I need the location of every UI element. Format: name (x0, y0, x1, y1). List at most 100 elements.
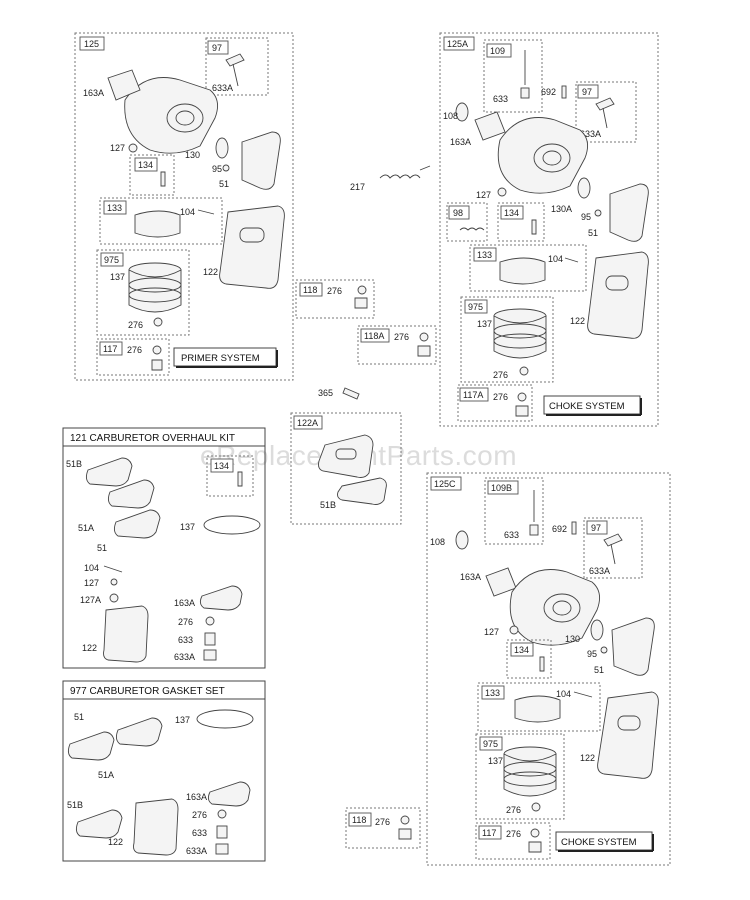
subbox-118-upper (295, 279, 375, 319)
gasket-163A (107, 69, 141, 101)
svg-text:633: 633 (178, 635, 193, 645)
svg-text:130: 130 (565, 634, 580, 644)
svg-text:127A: 127A (80, 595, 101, 605)
kit-121-subbox-134 (206, 455, 254, 497)
subbox-975 (96, 249, 190, 336)
subbox-118-lower-label: 118 (352, 815, 366, 825)
svg-text:633A: 633A (174, 652, 195, 662)
svg-text:163A: 163A (460, 572, 481, 582)
subbox-133-C-label: 133 (485, 688, 500, 698)
svg-text:692: 692 (541, 87, 556, 97)
label-51B-mid: 51B (320, 500, 336, 510)
svg-text:122: 122 (203, 267, 218, 277)
svg-text:137: 137 (110, 272, 125, 282)
subbox-97-C (583, 517, 643, 579)
svg-text:137: 137 (175, 715, 190, 725)
subbox-118A-label: 118A (364, 331, 384, 341)
subbox-98 (446, 202, 488, 242)
choke-system-label-C: CHOKE SYSTEM (561, 837, 637, 848)
svg-text:127: 127 (484, 627, 499, 637)
svg-text:122: 122 (82, 643, 97, 653)
gasket-122 (219, 205, 285, 289)
subbox-975-label: 975 (104, 255, 119, 265)
subbox-134-A (497, 202, 545, 242)
subbox-122A (290, 412, 402, 525)
svg-text:104: 104 (84, 563, 99, 573)
panel-125: 125 97 633A 163A 127 130 95 51 134 133 1… (74, 32, 294, 381)
screw-part (225, 53, 245, 67)
subbox-97-A (575, 81, 637, 143)
svg-text:104: 104 (548, 254, 563, 264)
kit-121-title: 121 CARBURETOR OVERHAUL KIT (70, 433, 235, 444)
svg-text:51: 51 (74, 712, 84, 722)
svg-text:633: 633 (493, 94, 508, 104)
svg-text:633A: 633A (186, 846, 207, 856)
subbox-118-upper-label: 118 (303, 285, 317, 295)
svg-text:95: 95 (212, 164, 222, 174)
gasket-51 (241, 131, 281, 190)
float-part (134, 210, 181, 238)
svg-text:137: 137 (180, 522, 195, 532)
carburetor-body-125A (497, 117, 589, 194)
svg-text:122: 122 (570, 316, 585, 326)
primer-system-label: PRIMER SYSTEM (181, 353, 260, 364)
subbox-133-C (477, 682, 601, 732)
subbox-134-C-label: 134 (514, 645, 529, 655)
subbox-117A-label: 117A (463, 390, 483, 400)
svg-text:633A: 633A (580, 129, 601, 139)
svg-text:633A: 633A (589, 566, 610, 576)
subbox-122A-label: 122A (297, 418, 318, 428)
subbox-97-C-label: 97 (591, 523, 601, 533)
svg-text:127: 127 (476, 190, 491, 200)
subbox-98-label: 98 (453, 208, 463, 218)
svg-text:163A: 163A (186, 792, 207, 802)
subbox-109 (483, 39, 543, 113)
svg-text:51B: 51B (67, 800, 83, 810)
subbox-975-A-label: 975 (468, 302, 483, 312)
svg-text:51: 51 (588, 228, 598, 238)
set-977-title: 977 CARBURETOR GASKET SET (70, 686, 225, 697)
subbox-133-A (469, 244, 587, 292)
panel-125-ref: 125 (84, 39, 99, 49)
set-977-border (62, 680, 266, 862)
kit-121-border (62, 427, 266, 669)
subbox-97-label: 97 (212, 43, 222, 53)
svg-text:108: 108 (443, 111, 458, 121)
svg-text:163A: 163A (450, 137, 471, 147)
subbox-117-C-label: 117 (482, 828, 496, 838)
svg-text:51B: 51B (66, 459, 82, 469)
svg-text:633: 633 (504, 530, 519, 540)
panel-125A-ref: 125A (447, 39, 468, 49)
subbox-118-lower (345, 807, 421, 849)
svg-text:276: 276 (128, 320, 143, 330)
label-276-upper: 276 (327, 286, 342, 296)
panel-977-gasket-set: 977 CARBURETOR GASKET SET 51 51A 137 51B… (62, 680, 266, 862)
panel-125C-ref: 125C (434, 479, 456, 489)
label-276-mid: 276 (394, 332, 409, 342)
subbox-133 (99, 197, 223, 245)
subbox-109-label: 109 (490, 46, 505, 56)
carburetor-body-125C (509, 569, 601, 646)
svg-text:276: 276 (506, 829, 521, 839)
label-365: 365 (318, 388, 333, 398)
subbox-97 (205, 37, 269, 96)
subbox-975-A (460, 296, 554, 383)
svg-text:122: 122 (580, 753, 595, 763)
label-633A: 633A (212, 83, 233, 93)
subbox-133-A-label: 133 (477, 250, 492, 260)
screw-365 (342, 387, 360, 400)
svg-text:163A: 163A (83, 88, 104, 98)
subbox-117-C (475, 822, 551, 860)
svg-text:104: 104 (180, 207, 195, 217)
loose-parts: 217 118 276 118A 276 365 122A 51B 118 27… (290, 165, 437, 849)
panel-125A: 125A 109 633 692 97 633A 108 163A 127 13… (439, 32, 659, 427)
choke-system-label-A: CHOKE SYSTEM (549, 401, 625, 412)
carburetor-body-125 (124, 77, 219, 154)
svg-text:137: 137 (477, 319, 492, 329)
panel-125C-border (426, 472, 671, 866)
svg-text:276: 276 (493, 370, 508, 380)
subbox-133-label: 133 (107, 203, 122, 213)
svg-text:51: 51 (594, 665, 604, 675)
svg-text:130: 130 (185, 150, 200, 160)
